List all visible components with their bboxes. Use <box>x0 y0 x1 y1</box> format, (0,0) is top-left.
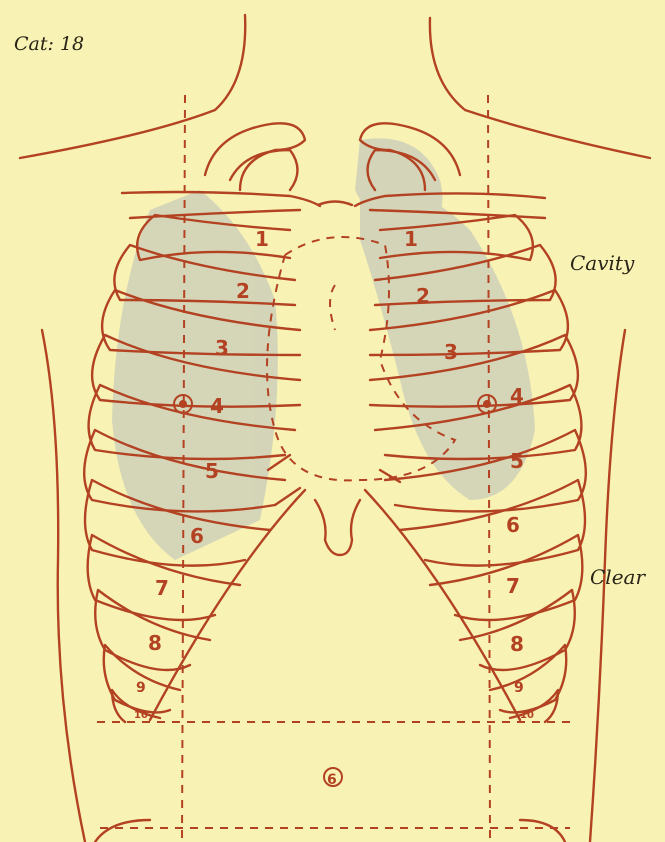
rib-number: 7 <box>155 576 169 600</box>
rib-number: 10 <box>134 710 148 721</box>
right-rib-10 <box>104 645 180 712</box>
catalog-note: Cat: 18 <box>14 33 84 55</box>
right-rib-9 <box>95 590 210 670</box>
rib-number: 4 <box>510 384 524 408</box>
rib-number: 5 <box>205 459 219 483</box>
cavity-note: Cavity <box>570 251 635 275</box>
rib-number: 5 <box>510 449 524 473</box>
left-rib-9 <box>460 590 575 670</box>
rib-number: 2 <box>416 284 430 308</box>
rib-number: 2 <box>236 279 250 303</box>
rib-number: 8 <box>148 631 162 655</box>
rib-number: 7 <box>506 574 520 598</box>
sternum-dashed <box>330 285 335 330</box>
rib-number: 4 <box>210 394 224 418</box>
navel-label: 6 <box>327 772 337 788</box>
clear-note: Clear <box>590 565 646 589</box>
lung-shading <box>112 138 535 560</box>
pelvis-right-curve <box>520 820 565 842</box>
right-clavicle <box>122 192 320 206</box>
rib-number: 1 <box>255 227 269 251</box>
sternal-notch <box>318 202 352 206</box>
xiphoid-process <box>315 500 360 555</box>
neck-left-line <box>430 18 650 158</box>
rib-number: 3 <box>215 336 229 360</box>
rib-number: 1 <box>404 227 418 251</box>
right-cartilage-mark-2 <box>275 488 300 505</box>
rib-number: 9 <box>136 680 146 696</box>
rib-number: 8 <box>510 632 524 656</box>
rib-number: 10 <box>520 710 534 721</box>
left-rib-10 <box>490 645 566 712</box>
pelvis-left-curve <box>95 820 150 842</box>
rib-number: 6 <box>506 513 520 537</box>
right-flank-outline <box>42 330 85 842</box>
rib-number: 9 <box>514 680 524 696</box>
rib-number: 3 <box>444 340 458 364</box>
rib-number: 6 <box>190 524 204 548</box>
